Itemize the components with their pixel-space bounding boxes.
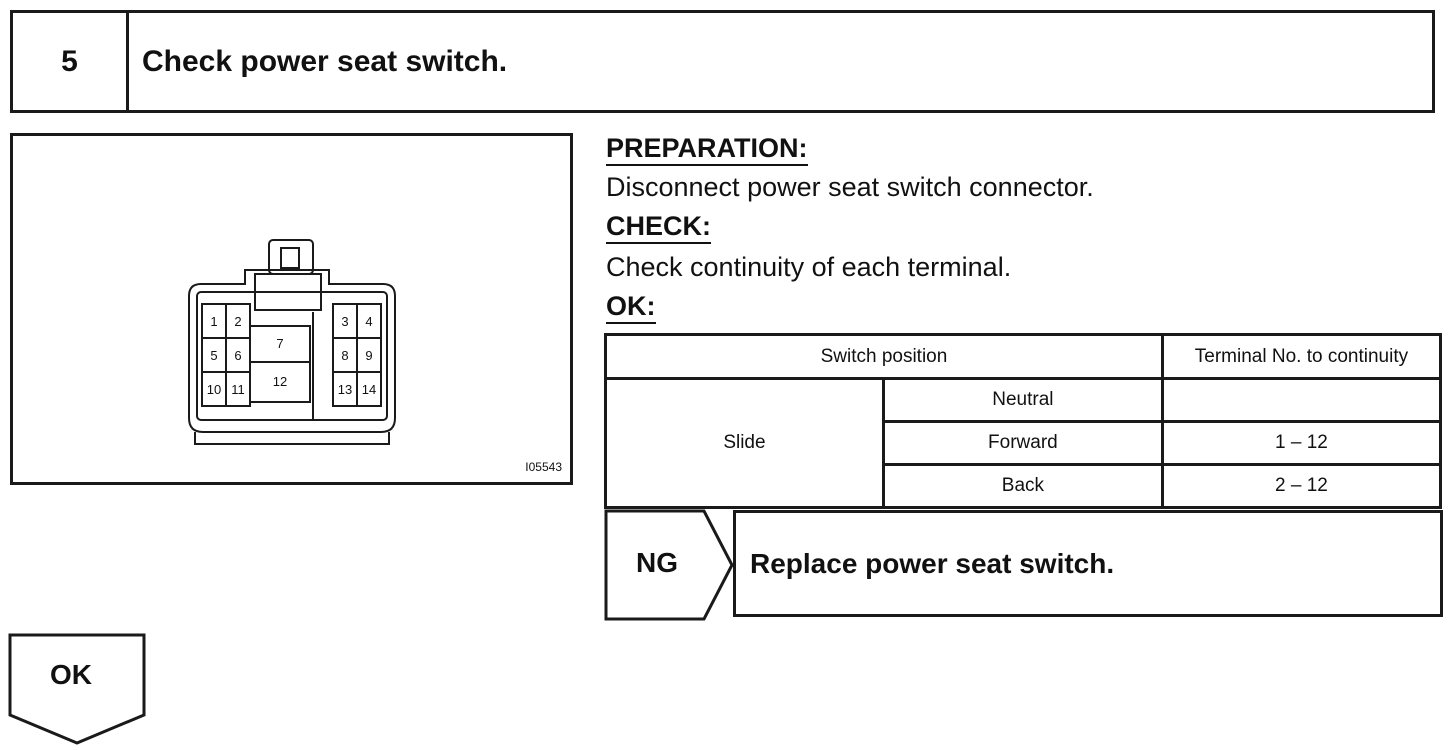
terminal-label-5: 5	[210, 348, 217, 363]
position-cell: Forward	[881, 420, 1164, 466]
ng-action: Replace power seat switch.	[733, 510, 1443, 617]
ok-heading: OK:	[606, 291, 656, 324]
position-cell: Neutral	[881, 377, 1164, 423]
ng-arrow-tag	[604, 509, 734, 621]
terminal-label-12: 12	[273, 374, 287, 389]
terminal-label-3: 3	[341, 314, 348, 329]
continuity-table: Switch position Terminal No. to continui…	[604, 333, 1443, 509]
connector-housing	[188, 269, 396, 433]
header-switch-position: Switch position	[604, 333, 1164, 380]
terminal-label-13: 13	[338, 382, 352, 397]
figure-code: I05543	[525, 460, 562, 474]
terminal-label-6: 6	[234, 348, 241, 363]
connector-figure: 1 2 3 4 5 6 7 8 9 10 11 12 13 14 I05543	[10, 133, 573, 485]
continuity-cell: 1 – 12	[1160, 420, 1443, 466]
slide-group-cell: Slide	[604, 377, 885, 509]
terminal-cavity-12	[249, 361, 311, 403]
terminal-label-2: 2	[234, 314, 241, 329]
connector-housing-base	[194, 432, 390, 445]
step-header: 5 Check power seat switch.	[10, 10, 1435, 113]
step-number: 5	[13, 13, 129, 110]
terminal-label-7: 7	[276, 336, 283, 351]
preparation-text: Disconnect power seat switch connector.	[606, 172, 1094, 202]
position-cell: Back	[881, 463, 1164, 509]
continuity-cell: 2 – 12	[1160, 463, 1443, 509]
terminal-label-10: 10	[207, 382, 221, 397]
terminal-cavity-14	[356, 371, 382, 407]
step-title: Check power seat switch.	[142, 44, 508, 78]
ok-arrow-tag	[8, 633, 146, 745]
header-terminal-continuity: Terminal No. to continuity	[1160, 333, 1443, 380]
continuity-cell	[1160, 377, 1443, 423]
terminal-label-1: 1	[210, 314, 217, 329]
terminal-label-4: 4	[365, 314, 372, 329]
terminal-label-9: 9	[365, 348, 372, 363]
terminal-label-11: 11	[231, 382, 245, 397]
table-row: Slide Neutral	[604, 377, 1443, 509]
connector-diagram: 1 2 3 4 5 6 7 8 9 10 11 12 13 14	[188, 239, 396, 445]
latch-channel	[254, 273, 322, 311]
table-row: Forward 1 – 12	[606, 420, 1443, 466]
table-row: Back 2 – 12	[606, 463, 1443, 509]
terminal-label-8: 8	[341, 348, 348, 363]
table-header-row: Switch position Terminal No. to continui…	[604, 333, 1443, 380]
connector-inner-housing	[196, 291, 388, 421]
preparation-heading: PREPARATION:	[606, 133, 808, 166]
ok-label: OK	[50, 659, 92, 690]
ng-label: NG	[636, 547, 678, 578]
terminal-label-14: 14	[362, 382, 376, 397]
check-text: Check continuity of each terminal.	[606, 252, 1012, 282]
connector-latch-inner	[280, 247, 300, 269]
check-heading: CHECK:	[606, 211, 711, 244]
